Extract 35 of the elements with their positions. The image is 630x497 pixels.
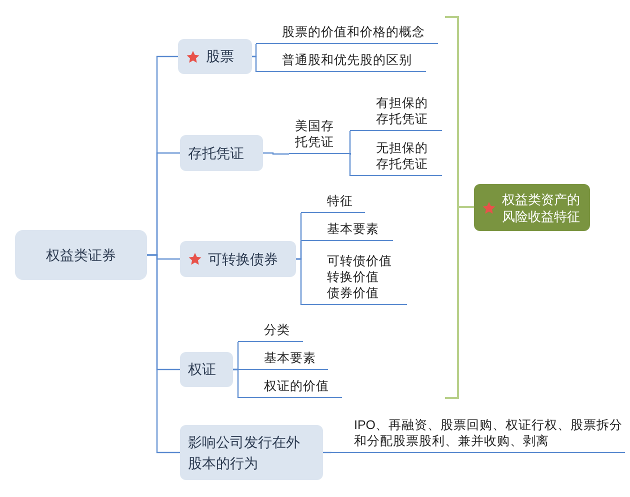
- topic-box: [180, 425, 323, 480]
- topic-box: [180, 352, 233, 387]
- topic-box: [178, 39, 252, 74]
- connector-line: [349, 153, 352, 177]
- topic-box: [180, 241, 296, 277]
- topic-box: [180, 135, 263, 171]
- topic-text: 权益类资产的风险收益特征: [502, 190, 581, 224]
- connector-line: [349, 130, 352, 155]
- topic-text: 特征: [327, 193, 354, 209]
- topic-text: 基本要素: [327, 221, 380, 237]
- topic-text: 有担保的存托凭证: [376, 95, 429, 127]
- connector-line: [147, 254, 180, 454]
- topic-text: 存托凭证: [188, 144, 244, 162]
- topic-text: 普通股和优先股的区别: [282, 52, 413, 68]
- topic-box: [15, 230, 147, 280]
- topic-text: 股票的价值和价格的概念: [282, 24, 426, 40]
- topic-text: 债券价值: [327, 285, 380, 301]
- topic-text: 股票: [206, 47, 234, 66]
- connector-line: [263, 152, 289, 155]
- connector-line: [252, 56, 257, 73]
- topic-text: 无担保的存托凭证: [376, 140, 429, 172]
- topic-text: 可转债价值: [327, 253, 393, 269]
- topic-text: 转换价值: [327, 269, 380, 285]
- topic-text: 权益类证券: [46, 246, 116, 264]
- topic-text: 权证的价值: [264, 378, 330, 394]
- topic-text: 基本要素: [264, 350, 317, 366]
- topic-text: 分类: [264, 322, 291, 338]
- topic-text: 权证: [188, 360, 216, 379]
- topic-text: IPO、再融资、股票回购、权证行权、股票拆分和分配股票股利、兼并收购、剥离: [354, 417, 624, 449]
- connector-line: [296, 258, 302, 306]
- summary-box: [474, 184, 590, 231]
- topic-text: 美国存托凭证: [295, 118, 335, 150]
- topic-text: 可转换债券: [208, 250, 278, 268]
- topic-text: 影响公司发行在外股本的行为: [188, 432, 301, 472]
- connector-line: [233, 368, 239, 399]
